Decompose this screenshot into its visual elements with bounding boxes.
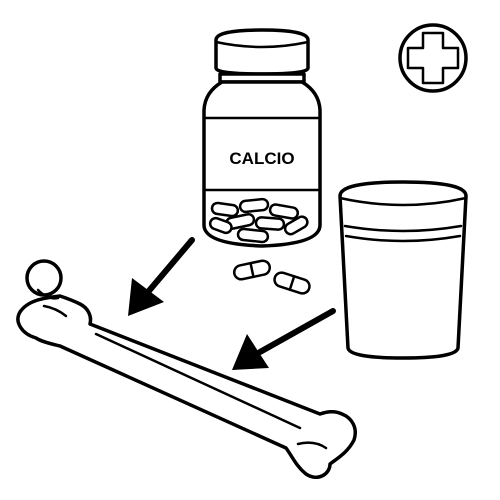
medical-cross-icon xyxy=(398,23,468,93)
jar-capsules xyxy=(208,197,309,244)
pill-jar-icon: CALCIO xyxy=(202,28,322,248)
capsule-icon xyxy=(273,271,311,295)
milk-glass-icon xyxy=(338,180,468,360)
bone-icon xyxy=(16,259,357,479)
capsule-icon xyxy=(232,259,272,281)
jar-label: CALCIO xyxy=(229,149,294,168)
arrow-icon xyxy=(232,308,336,370)
arrow-icon xyxy=(128,237,195,316)
